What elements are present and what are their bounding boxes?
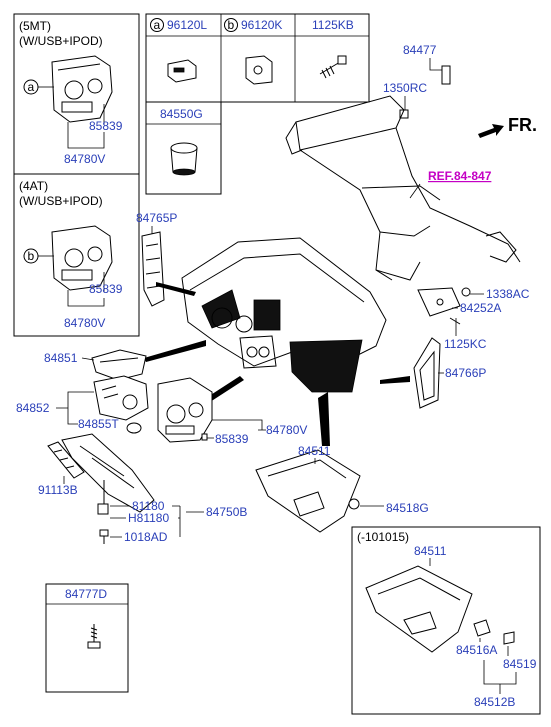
inset-84777D: 84777D — [45, 583, 129, 693]
aux-jack-icon — [245, 55, 273, 85]
part-85839: 85839 — [89, 282, 123, 296]
part-84550G: 84550G — [160, 107, 203, 121]
part-91113B: 91113B — [38, 483, 78, 497]
crash-pad-lower-cover-drawing — [91, 349, 147, 381]
leader-line — [81, 357, 95, 361]
part-H81180: H81180 — [128, 511, 169, 525]
screw-icon — [87, 624, 101, 649]
variant-5mt-sublabel: (W/USB+IPOD) — [19, 34, 103, 48]
bracket-icon — [97, 480, 109, 515]
leader-line — [452, 293, 484, 336]
crash-pad-drawing — [181, 237, 387, 393]
part-84765P: 84765P — [136, 211, 177, 225]
part-96120K: 96120K — [241, 18, 282, 32]
part-84511: 84511 — [298, 444, 331, 458]
part-84518G: 84518G — [386, 501, 429, 515]
bumper-icon — [348, 498, 360, 510]
part-84777D: 84777D — [65, 587, 107, 601]
part-84750B: 84750B — [206, 505, 247, 519]
screw-icon — [319, 55, 347, 79]
inset-101015: (-101015) 84511 84516A 84519 84512B — [351, 526, 541, 715]
center-fascia-5mt-drawing — [51, 55, 113, 123]
table-grid-lines — [146, 14, 369, 125]
variant-5mt-label: (5MT) — [19, 19, 51, 33]
leader-line — [67, 104, 105, 149]
leader-line — [56, 391, 94, 425]
ref-84-847-link[interactable]: REF.84-847 — [428, 169, 492, 183]
front-direction-label: FR. — [508, 115, 537, 135]
inset-4at-frame — [13, 173, 140, 337]
part-1350RC: 1350RC — [383, 81, 427, 95]
variant-4at-sublabel: (W/USB+IPOD) — [19, 194, 103, 208]
part-1125KC: 1125KC — [444, 337, 487, 351]
glove-box-drawing — [255, 449, 361, 533]
table-callout-a-circle — [150, 18, 164, 32]
part-84477: 84477 — [403, 43, 437, 57]
parts-table: a 96120L b 96120K 1125KB 84550G — [145, 13, 370, 195]
part-84519: 84519 — [503, 657, 537, 671]
callout-b-letter: b — [28, 249, 35, 263]
part-84852: 84852 — [16, 401, 50, 415]
part-84511: 84511 — [414, 544, 447, 558]
part-85839: 85839 — [89, 119, 123, 133]
side-cover-right-drawing — [413, 337, 441, 409]
leader-line — [429, 58, 444, 71]
connector-wedges — [144, 282, 410, 446]
part-1338AC: 1338AC — [486, 287, 530, 301]
leader-line — [479, 638, 517, 694]
part-96120L: 96120L — [167, 18, 207, 32]
leader-line — [67, 272, 105, 307]
parts-table-cell — [145, 101, 222, 195]
inset-84777D-frame — [45, 583, 129, 693]
center-fascia-drawing — [157, 377, 213, 443]
callout-a-letter: a — [28, 80, 35, 94]
leader-line — [409, 183, 421, 199]
ring-icon — [126, 422, 142, 434]
glove-box-drawing — [365, 565, 473, 653]
hinge-icon — [473, 619, 515, 645]
part-84855T: 84855T — [78, 417, 119, 431]
inset-101015-frame — [351, 526, 541, 715]
inset-4at: (4AT) (W/USB+IPOD) b 85839 84780V — [13, 173, 140, 337]
part-1125KB: 1125KB — [312, 18, 354, 32]
part-85839: 85839 — [215, 432, 249, 446]
screw-icon — [201, 433, 208, 441]
part-84780V: 84780V — [266, 423, 307, 437]
leader-line — [110, 505, 204, 538]
part-84780V: 84780V — [64, 152, 105, 166]
part-1018AD: 1018AD — [124, 530, 168, 544]
usb-jack-icon — [167, 59, 197, 83]
variant-101015-label: (-101015) — [357, 530, 409, 544]
cowl-crossbar-drawing — [285, 95, 521, 317]
part-84252A: 84252A — [460, 301, 501, 315]
front-arrow-icon — [478, 124, 504, 138]
variant-4at-label: (4AT) — [19, 179, 48, 193]
parts-table-frame — [145, 13, 370, 103]
side-cover-left-drawing — [141, 231, 165, 307]
part-84780V: 84780V — [64, 316, 105, 330]
part-84851: 84851 — [44, 351, 78, 365]
table-callout-b-letter: b — [228, 18, 235, 32]
table-callout-a-letter: a — [154, 18, 161, 32]
part-84516A: 84516A — [456, 643, 497, 657]
center-lower-cover-drawing — [61, 433, 155, 513]
part-84766P: 84766P — [445, 366, 486, 380]
wiring-clip-drawing — [47, 441, 85, 479]
table-callout-b-circle — [224, 18, 238, 32]
center-fascia-4at-drawing — [51, 225, 113, 291]
cigar-lighter-socket-icon — [170, 142, 198, 176]
part-81180: 81180 — [132, 499, 165, 513]
center-garnish-drawing — [93, 375, 149, 421]
part-84512B: 84512B — [474, 695, 515, 709]
inset-5mt: (5MT) (W/USB+IPOD) a 85839 84780V — [13, 13, 140, 175]
bolt-icon — [449, 287, 471, 325]
screw-icon — [99, 529, 109, 544]
